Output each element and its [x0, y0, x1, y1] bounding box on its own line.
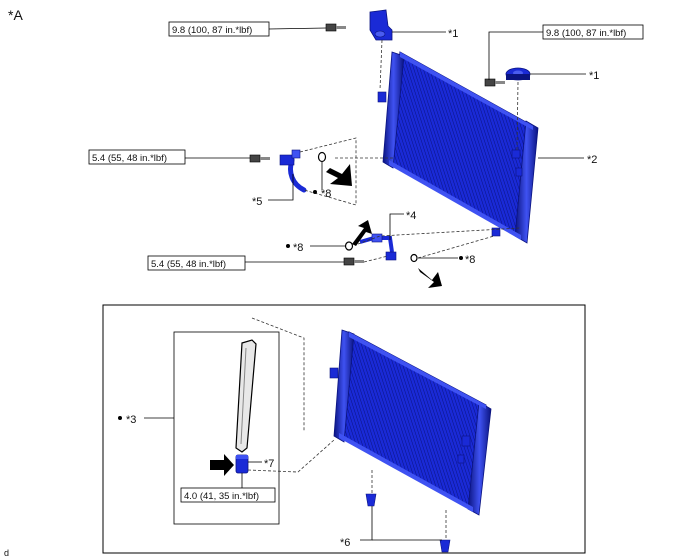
- torque-box-top-right: 9.8 (100, 87 in.*lbf): [488, 24, 644, 80]
- discharge-pipe: [279, 149, 307, 193]
- o-ring-lower-right: [410, 253, 418, 263]
- corner-code: d: [4, 548, 9, 558]
- svg-text:*8: *8: [465, 254, 475, 266]
- svg-text:9.8 (100, 87 in.*lbf): 9.8 (100, 87 in.*lbf): [546, 28, 626, 39]
- callout-8-upper: *8: [313, 162, 331, 200]
- lower-inset-frame: [102, 304, 586, 554]
- upper-bracket-right: [505, 67, 531, 81]
- torque-box-mid-left: 5.4 (55, 48 in.*lbf): [88, 149, 250, 165]
- svg-text:*5: *5: [252, 196, 262, 208]
- callout-6: *6: [340, 506, 442, 549]
- arrow-mid-icon: [352, 220, 372, 246]
- condenser-upper: [377, 51, 539, 244]
- condenser-lower: [329, 329, 492, 516]
- upper-bracket-left: [369, 9, 393, 41]
- dryer-cap: [235, 454, 249, 474]
- svg-text:*1: *1: [448, 28, 458, 40]
- svg-text:*8: *8: [321, 188, 331, 200]
- bolt-top-right-icon: [484, 78, 505, 87]
- dryer-element: [235, 339, 257, 453]
- callout-3: *3: [118, 414, 174, 426]
- arrow-cap-icon: [210, 454, 234, 476]
- alignment-lines-lower: [247, 317, 447, 540]
- callout-8-right: *8: [418, 254, 475, 266]
- callout-5: *5: [252, 174, 294, 208]
- figure-label: *A: [8, 7, 23, 23]
- o-ring-upper: [317, 151, 327, 163]
- bushing-right: [439, 539, 451, 553]
- bushing-left: [365, 493, 377, 507]
- svg-text:*7: *7: [264, 458, 274, 470]
- o-ring-lower-left: [344, 241, 354, 251]
- svg-text:*8: *8: [293, 242, 303, 254]
- callout-8-left: *8: [286, 242, 345, 254]
- svg-text:9.8 (100, 87 in.*lbf): 9.8 (100, 87 in.*lbf): [172, 25, 252, 36]
- bolt-lower-left-icon: [343, 257, 364, 266]
- svg-text:4.0 (41, 35 in.*lbf): 4.0 (41, 35 in.*lbf): [184, 491, 259, 502]
- callout-1-right: *1: [530, 70, 599, 82]
- arrow-lower-icon: [418, 268, 442, 288]
- callout-4: *4: [389, 210, 416, 240]
- callout-1-left: *1: [392, 28, 458, 40]
- bolt-mid-left-icon: [249, 154, 270, 163]
- callout-7: *7: [248, 458, 274, 470]
- torque-box-lower-left: 5.4 (55, 48 in.*lbf): [147, 255, 344, 271]
- arrow-upper-icon: [326, 164, 352, 186]
- alignment-lines: [299, 39, 521, 263]
- bolt-top-left-icon: [325, 23, 346, 32]
- torque-box-top-left: 9.8 (100, 87 in.*lbf): [168, 21, 327, 37]
- callout-2: *2: [538, 154, 597, 166]
- svg-text:5.4 (55, 48 in.*lbf): 5.4 (55, 48 in.*lbf): [92, 153, 167, 164]
- inner-inset-frame: [173, 331, 280, 525]
- svg-text:*4: *4: [406, 210, 416, 222]
- svg-text:5.4 (55, 48 in.*lbf): 5.4 (55, 48 in.*lbf): [151, 259, 226, 270]
- svg-text:*1: *1: [589, 70, 599, 82]
- torque-box-inset: 4.0 (41, 35 in.*lbf): [180, 473, 276, 503]
- svg-text:*2: *2: [587, 154, 597, 166]
- svg-text:*3: *3: [126, 414, 136, 426]
- liquid-pipe: [359, 233, 397, 261]
- svg-text:*6: *6: [340, 537, 350, 549]
